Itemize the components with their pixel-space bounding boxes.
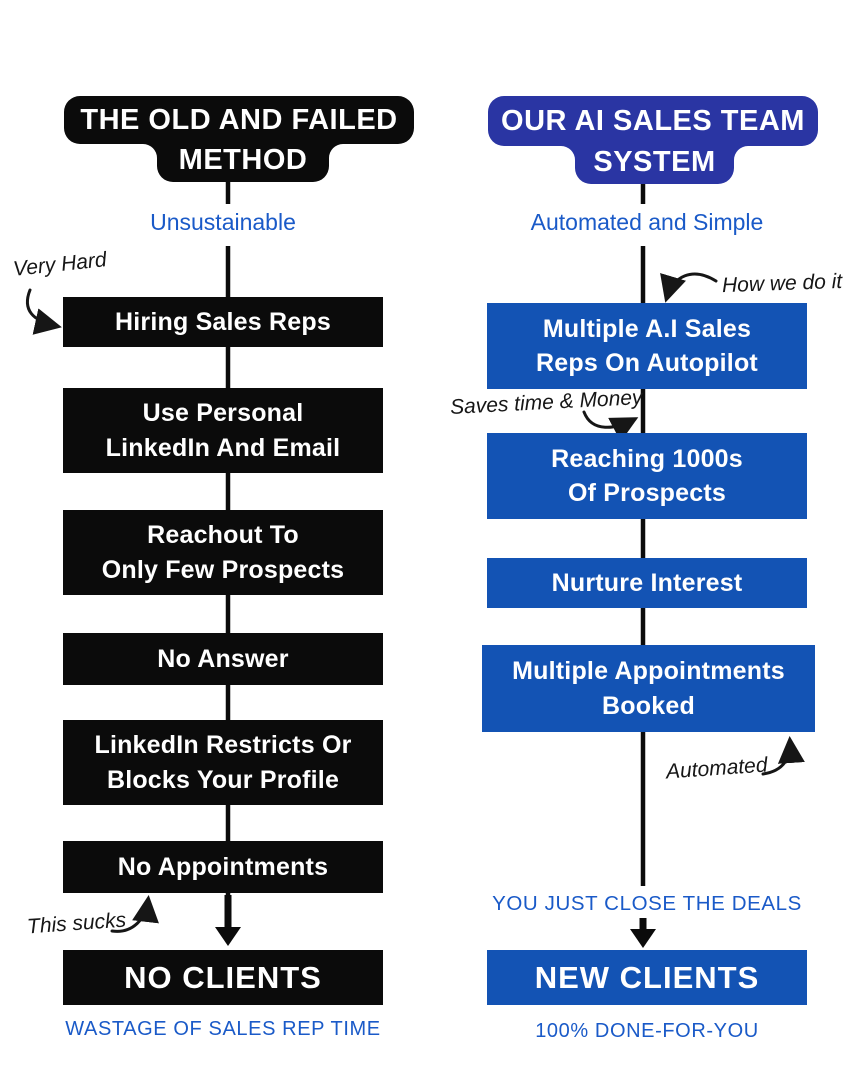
left-footer-text: WASTAGE OF SALES REP TIME bbox=[65, 1018, 381, 1040]
left-result-no-clients: NO CLIENTS bbox=[63, 950, 383, 1005]
left-subtitle: Unsustainable bbox=[150, 209, 296, 235]
left-header-title-line2: METHOD bbox=[178, 143, 308, 176]
automated-arrow bbox=[761, 736, 805, 776]
left-step-reachout-few-prospects: Reachout To Only Few Prospects bbox=[63, 510, 383, 595]
right-down-arrow-head bbox=[630, 929, 656, 948]
right-step-ai-sales-reps: Multiple A.I Sales Reps On Autopilot bbox=[487, 303, 807, 389]
left-step-no-appointments: No Appointments bbox=[63, 841, 383, 893]
left-step-no-answer: No Answer bbox=[63, 633, 383, 685]
very-hard-arrow bbox=[25, 288, 62, 335]
this-sucks-arrow bbox=[110, 895, 159, 933]
left-step-use-personal-linkedin: Use Personal LinkedIn And Email bbox=[63, 388, 383, 473]
right-step-reaching-1000s: Reaching 1000s Of Prospects bbox=[487, 433, 807, 519]
right-pre-result-text: YOU JUST CLOSE THE DEALS bbox=[492, 892, 802, 915]
right-header-title-line2: SYSTEM bbox=[593, 146, 716, 178]
right-footer-text: 100% DONE-FOR-YOU bbox=[535, 1020, 759, 1042]
left-header-bubble bbox=[64, 96, 414, 182]
left-step-linkedin-restricts: LinkedIn Restricts Or Blocks Your Profil… bbox=[63, 720, 383, 805]
how-we-do-it-annotation: How we do it bbox=[721, 269, 843, 298]
left-down-arrow-head bbox=[215, 927, 241, 946]
right-header-bubble bbox=[488, 96, 818, 184]
right-header-title-line1: OUR AI SALES TEAM bbox=[501, 104, 805, 137]
right-subtitle: Automated and Simple bbox=[530, 209, 764, 235]
left-step-hiring-sales-reps: Hiring Sales Reps bbox=[63, 297, 383, 347]
right-step-appointments-booked: Multiple Appointments Booked bbox=[482, 645, 815, 732]
how-we-do-it-arrow bbox=[660, 272, 718, 303]
saves-time-arrow bbox=[582, 410, 639, 442]
left-header-title-line1: THE OLD AND FAILED bbox=[80, 103, 398, 136]
right-step-nurture-interest: Nurture Interest bbox=[487, 558, 807, 608]
right-result-new-clients: NEW CLIENTS bbox=[487, 950, 807, 1005]
